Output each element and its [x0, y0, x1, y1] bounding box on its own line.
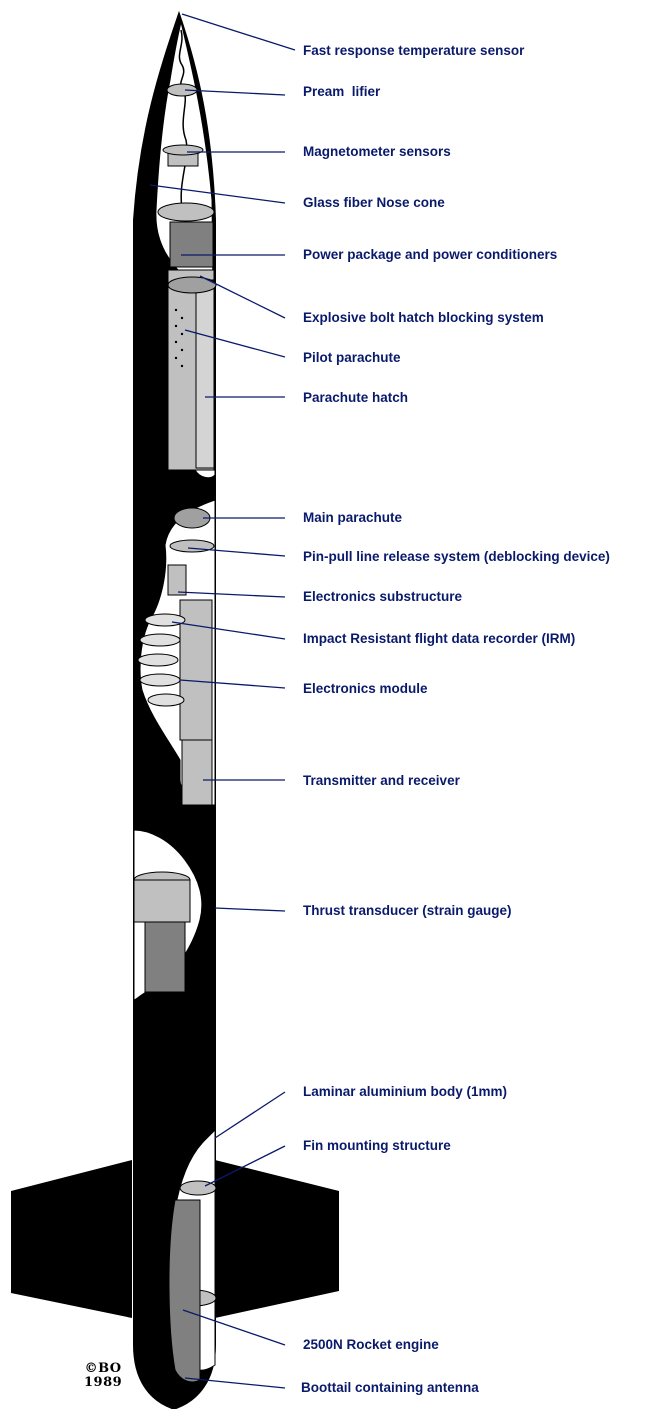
label-temperature-sensor: Fast response temperature sensor	[303, 43, 525, 58]
label-electronics-module: Electronics module	[303, 681, 428, 696]
magnetometer-top	[162, 144, 204, 156]
motor-upper	[144, 921, 186, 993]
leader-electronics-substructure	[177, 591, 286, 598]
copyright-year: 1989	[84, 1375, 123, 1390]
leader-temperature-sensor	[181, 13, 296, 51]
label-boattail: Boottail containing antenna	[301, 1380, 479, 1395]
leader-explosive-bolt	[199, 275, 286, 319]
leader-flight-recorder	[171, 621, 286, 640]
rocket-engine	[168, 1199, 201, 1383]
copyright-mark: ©BO 1989	[84, 1362, 122, 1390]
leader-nose-cone	[149, 184, 286, 204]
label-flight-recorder: Impact Resistant flight data recorder (I…	[303, 631, 576, 646]
label-explosive-bolt: Explosive bolt hatch blocking system	[303, 310, 544, 325]
nose-ring	[157, 202, 215, 222]
parachute-hatch-panel	[195, 279, 215, 469]
explosive-bolt	[167, 276, 217, 294]
internal-components	[133, 29, 217, 1383]
leader-pilot-parachute	[184, 329, 286, 358]
leader-rocket-engine	[182, 1309, 286, 1346]
label-preamplifier: Pream lifier	[303, 84, 381, 99]
label-pin-pull: Pin-pull line release system (deblocking…	[303, 549, 610, 564]
leader-preamplifier	[184, 89, 286, 96]
label-pilot-parachute: Pilot parachute	[303, 350, 401, 365]
label-rocket-engine: 2500N Rocket engine	[303, 1337, 439, 1352]
leader-pin-pull	[187, 547, 286, 557]
pilot-parachute	[174, 308, 184, 368]
label-electronics-substructure: Electronics substructure	[303, 589, 463, 604]
transmitter-receiver	[181, 739, 213, 806]
label-main-parachute: Main parachute	[303, 510, 403, 525]
left-fin	[11, 1160, 132, 1318]
label-thrust-transducer: Thrust transducer (strain gauge)	[303, 903, 512, 918]
label-aluminium-body: Laminar aluminium body (1mm)	[303, 1084, 508, 1099]
thrust-transducer	[133, 879, 191, 923]
right-fin	[215, 1160, 339, 1318]
leader-thrust-transducer	[214, 907, 286, 912]
leader-fin-mounting	[204, 1145, 286, 1187]
label-parachute-hatch: Parachute hatch	[303, 390, 409, 405]
label-nose-cone: Glass fiber Nose cone	[303, 195, 445, 210]
label-transmitter: Transmitter and receiver	[303, 773, 460, 788]
power-package	[169, 221, 214, 268]
leader-electronics-module	[179, 679, 286, 689]
label-magnetometer: Magnetometer sensors	[303, 144, 451, 159]
leader-aluminium-body	[214, 1091, 286, 1139]
label-fin-mounting: Fin mounting structure	[303, 1138, 451, 1153]
copyright-initials: ©BO	[84, 1361, 122, 1376]
electronics-module	[179, 599, 213, 741]
label-power-package: Power package and power conditioners	[303, 247, 558, 262]
fins	[11, 1160, 339, 1318]
leader-lines	[149, 13, 296, 1389]
electronics-substructure	[167, 564, 187, 596]
leader-boattail	[184, 1377, 286, 1389]
